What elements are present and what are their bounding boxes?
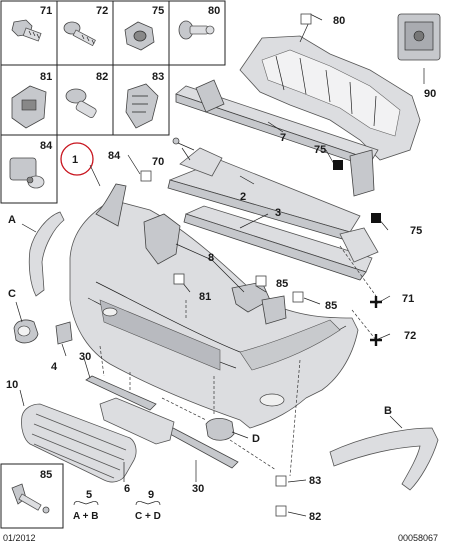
callout-84[interactable]: 84 (108, 150, 121, 162)
screw-71-icon (11, 19, 42, 42)
callout-75-upper[interactable]: 75 (314, 144, 326, 156)
callout-3[interactable]: 3 (275, 207, 281, 219)
ref-square-80 (300, 13, 312, 25)
rivet-82-icon (65, 88, 97, 118)
callout-7[interactable]: 7 (280, 132, 286, 144)
part-70-bolt[interactable] (172, 137, 195, 151)
part-7-bar[interactable] (175, 79, 379, 197)
part-c-fog-lamp[interactable] (13, 319, 39, 344)
part-90-bracket[interactable] (397, 13, 441, 61)
ref-square-82 (275, 505, 287, 517)
grid-number-84: 84 (40, 140, 53, 152)
ref-square-81 (173, 273, 185, 285)
grid-number-71: 71 (40, 5, 52, 17)
callout-1[interactable]: 1 (72, 154, 78, 166)
plus-symbol-71 (370, 296, 382, 308)
ref-square-75-filled (333, 160, 343, 170)
callout-labels: 80 90 7 75 2 70 84 1 3 75 A 8 85 81 85 7… (6, 15, 436, 523)
grid-cell-82[interactable] (56, 64, 114, 136)
grid-number-82: 82 (96, 71, 108, 83)
grid-number-80: 80 (208, 5, 220, 17)
plus-symbol-72 (370, 334, 382, 346)
callout-4[interactable]: 4 (51, 361, 58, 373)
callout-80[interactable]: 80 (333, 15, 345, 27)
bracket-81-icon (11, 85, 47, 129)
callout-71[interactable]: 71 (402, 293, 414, 305)
nut-84-icon (9, 157, 45, 189)
callout-30-lower[interactable]: 30 (192, 483, 204, 495)
clip-80-icon (178, 20, 215, 40)
inset-number-85: 85 (40, 469, 52, 481)
callout-70[interactable]: 70 (152, 156, 164, 168)
callout-85-upper[interactable]: 85 (276, 278, 288, 290)
reference-markers (140, 13, 382, 517)
grid-cell-72[interactable] (56, 0, 114, 66)
callout-72[interactable]: 72 (404, 330, 416, 342)
grid-number-83: 83 (152, 71, 164, 83)
part-d-fog-lamp[interactable] (205, 418, 235, 441)
part-b-side-trim[interactable] (329, 427, 439, 491)
callout-d[interactable]: D (252, 433, 260, 445)
guide-lines (99, 245, 377, 477)
ref-square-85b (292, 291, 304, 303)
legend-group-5: 5 A + B (73, 489, 98, 522)
ref-square-84 (140, 170, 152, 182)
callout-30-upper[interactable]: 30 (79, 351, 91, 363)
callout-6[interactable]: 6 (124, 483, 130, 495)
part-4-bracket[interactable] (55, 321, 73, 345)
callout-85-lower[interactable]: 85 (325, 300, 337, 312)
leader-lines (15, 13, 425, 517)
callout-82[interactable]: 82 (309, 511, 321, 523)
highlight-circle (60, 142, 94, 176)
clip-83-icon (125, 83, 159, 129)
grid-number-81: 81 (40, 71, 52, 83)
part-6-lower-grille[interactable] (99, 397, 175, 445)
legend-number-9: 9 (148, 489, 154, 501)
legend-group-9: 9 C + D (135, 489, 161, 522)
callout-90[interactable]: 90 (424, 88, 436, 100)
inset-85[interactable]: 85 (0, 463, 64, 529)
legend-number-5: 5 (86, 489, 92, 501)
callout-83[interactable]: 83 (309, 475, 321, 487)
callout-2[interactable]: 2 (240, 191, 246, 203)
legend-text-c-d: C + D (135, 511, 161, 522)
part-2-reinforcement[interactable] (167, 147, 361, 241)
callout-b[interactable]: B (384, 405, 392, 417)
callout-a[interactable]: A (8, 214, 16, 226)
part-10-grille[interactable] (21, 403, 137, 483)
footer-date: 01/2012 (3, 533, 36, 543)
legend-text-a-b: A + B (73, 511, 98, 522)
callout-c[interactable]: C (8, 288, 16, 300)
part-8-brackets[interactable] (143, 213, 287, 325)
parts-grid: 71 72 75 80 81 82 83 84 (0, 0, 226, 204)
part-3-absorber[interactable] (183, 205, 379, 281)
callout-75-lower[interactable]: 75 (410, 225, 422, 237)
callout-10[interactable]: 10 (6, 379, 18, 391)
bolt-72-icon (63, 21, 96, 47)
ref-square-85a (255, 275, 267, 287)
part-80-upper-frame[interactable] (239, 35, 421, 161)
part-a-side-trim[interactable] (28, 211, 65, 297)
ref-square-75b-filled (371, 213, 381, 223)
ref-square-83 (275, 475, 287, 487)
grid-number-75: 75 (152, 5, 164, 17)
grid-number-72: 72 (96, 5, 108, 17)
callout-81[interactable]: 81 (199, 291, 211, 303)
callout-8[interactable]: 8 (208, 252, 214, 264)
nut-75-icon (124, 21, 155, 51)
footer-reference: 00058067 (398, 533, 438, 543)
